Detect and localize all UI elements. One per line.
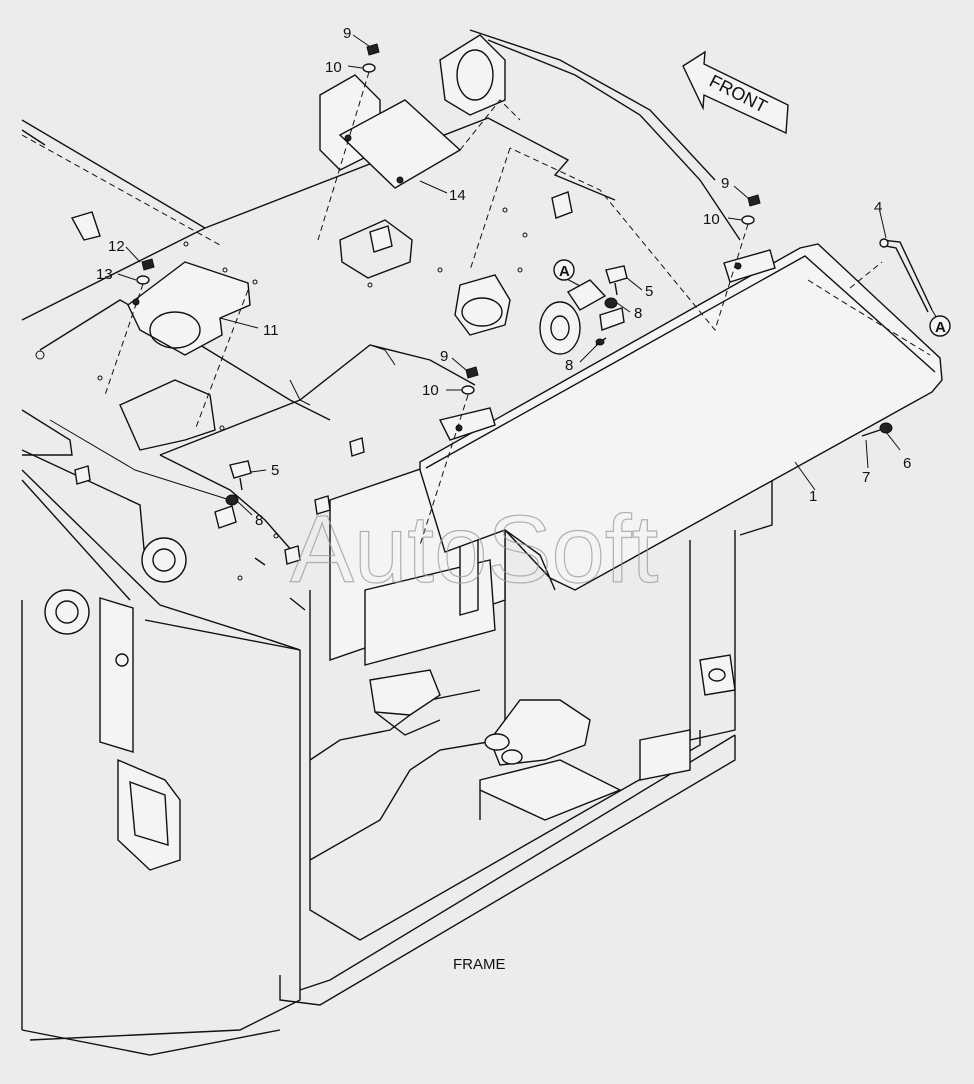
callout-8: 8	[565, 357, 573, 374]
callout-6: 6	[903, 455, 911, 472]
reference-label-a-left: A	[559, 263, 570, 280]
callout-9: 9	[343, 25, 351, 42]
reference-mark-a-left	[553, 259, 575, 281]
callout-11: 11	[263, 322, 279, 339]
cover-plate	[419, 243, 943, 591]
callout-13: 13	[96, 266, 113, 283]
callout-labels: 9 10 14 12 13 11 9 10 4 5 8 8 9 10 5 8 6…	[96, 25, 911, 529]
front-direction-arrow	[682, 50, 789, 135]
callout-5: 5	[271, 462, 279, 479]
callout-10: 10	[422, 382, 439, 399]
callout-14: 14	[449, 187, 466, 204]
fasteners	[136, 43, 893, 506]
reference-label-a-right: A	[935, 319, 946, 336]
rod-4	[879, 238, 933, 313]
callout-12: 12	[108, 238, 125, 255]
callout-9: 9	[721, 175, 729, 192]
callout-10: 10	[325, 59, 342, 76]
callout-4: 4	[874, 199, 882, 216]
watermark-text: AutoSoft	[290, 496, 658, 603]
callout-8: 8	[634, 305, 642, 322]
callout-5: 5	[645, 283, 653, 300]
callout-1: 1	[809, 488, 817, 505]
reference-mark-a-right	[929, 315, 951, 337]
callout-9: 9	[440, 348, 448, 365]
diagram-title: FRAME	[453, 956, 506, 973]
leader-lines	[104, 34, 939, 546]
callout-8: 8	[255, 512, 263, 529]
callout-10: 10	[703, 211, 720, 228]
callout-7: 7	[862, 469, 870, 486]
